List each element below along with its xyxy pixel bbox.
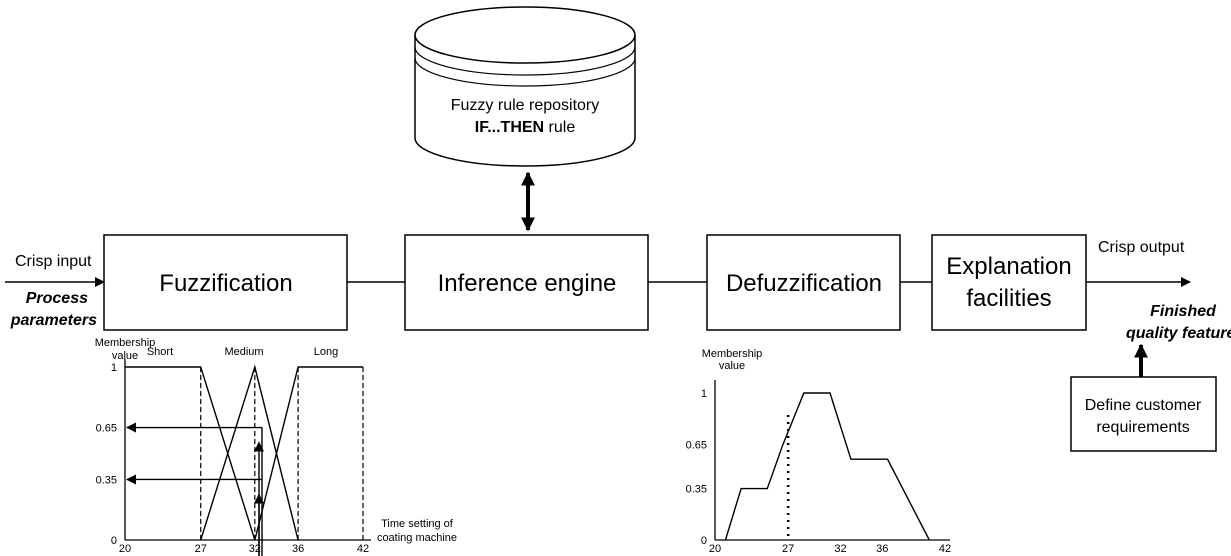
- process-parameters-line2: parameters: [10, 312, 97, 329]
- input-series-long: [254, 366, 363, 541]
- explanation-line1: Explanation: [946, 253, 1071, 280]
- input-chart-ylabel-line2: value: [112, 350, 138, 362]
- input-ytick-label: 0: [111, 535, 117, 547]
- input-xtick-label: 32: [249, 543, 261, 555]
- inference-engine-box: Inference engine: [404, 234, 649, 331]
- input-series-medium: [200, 364, 299, 541]
- output-chart-ylabel-line1: Membership: [702, 348, 763, 360]
- defuzzification-box: Defuzzification: [706, 234, 901, 331]
- input-membership-chart: Membership value Time setting of coating…: [95, 337, 457, 556]
- output-ytick-label: 0: [701, 535, 707, 547]
- repository-rule: IF...THEN rule: [475, 119, 576, 136]
- output-chart-plot: 20 27 32 36 42 0 0.35 0.65 1: [686, 380, 951, 555]
- output-ytick-label: 1: [701, 388, 707, 400]
- input-xtick-label: 42: [357, 543, 369, 555]
- inference-engine-label: Inference engine: [438, 270, 617, 297]
- finished-quality-line1: Finished: [1150, 303, 1217, 320]
- input-xtick-label: 20: [119, 543, 131, 555]
- fuzzification-label: Fuzzification: [159, 270, 292, 297]
- input-set-label: Short: [147, 346, 173, 358]
- customer-requirements-line1: Define customer: [1085, 397, 1202, 414]
- input-ytick-label: 0.65: [96, 423, 117, 435]
- input-set-label: Medium: [224, 346, 263, 358]
- process-parameters-line1: Process: [26, 290, 88, 307]
- input-xtick-label: 36: [292, 543, 304, 555]
- finished-quality-line2: quality features: [1126, 325, 1231, 342]
- output-series-line: [724, 392, 930, 541]
- input-chart-xlabel-line2: coating machine: [377, 532, 457, 544]
- crisp-input-label: Crisp input: [15, 253, 92, 270]
- fuzzification-box: Fuzzification: [103, 234, 348, 331]
- input-chart-xlabel-line1: Time setting of: [381, 518, 454, 530]
- output-xtick-label: 42: [939, 543, 951, 555]
- output-xtick-label: 36: [876, 543, 888, 555]
- crisp-output-label: Crisp output: [1098, 239, 1185, 256]
- input-ytick-label: 1: [111, 362, 117, 374]
- customer-requirements-box: Define customer requirements: [1070, 376, 1217, 452]
- explanation-line2: facilities: [966, 285, 1051, 312]
- output-membership-chart: Membership value 20 27 32 36 42 0 0.35 0.65 1: [686, 348, 952, 555]
- input-set-label: Long: [314, 346, 338, 358]
- repository-title: Fuzzy rule repository: [451, 97, 600, 114]
- output-xtick-label: 20: [709, 543, 721, 555]
- input-chart-ylabel-line1: Membership: [95, 337, 156, 349]
- input-ytick-label: 0.35: [96, 474, 117, 486]
- input-chart-plot: Short Medium Long 20 27 32 36 42 0 0.35 0.65 1: [96, 346, 371, 556]
- output-ytick-label: 0.35: [686, 484, 707, 496]
- defuzzification-label: Defuzzification: [726, 270, 882, 297]
- output-xtick-label: 32: [834, 543, 846, 555]
- rule-repository: Fuzzy rule repository IF...THEN rule: [414, 6, 636, 167]
- explanation-facilities-box: Explanation facilities: [931, 234, 1087, 331]
- output-ytick-label: 0.65: [686, 439, 707, 451]
- output-chart-ylabel-line2: value: [719, 360, 745, 372]
- input-xtick-label: 27: [195, 543, 207, 555]
- customer-requirements-line2: requirements: [1096, 419, 1189, 436]
- output-xtick-label: 27: [782, 543, 794, 555]
- input-series-short: [125, 366, 256, 541]
